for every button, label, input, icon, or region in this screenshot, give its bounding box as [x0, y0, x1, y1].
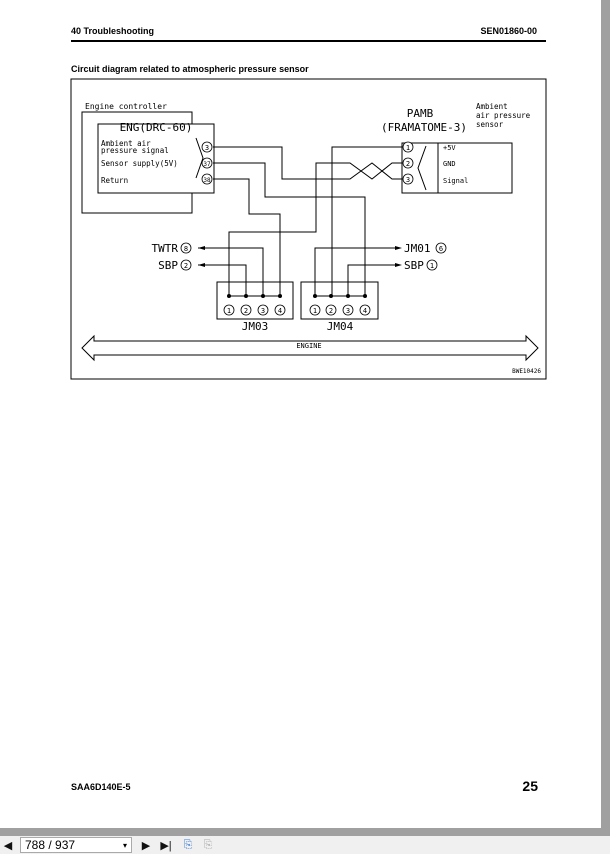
pamb-connector-chevron — [417, 145, 427, 191]
footer-page-number: 25 — [522, 778, 538, 794]
pin-number: 37 — [203, 161, 211, 168]
pamb-connector-type: (FRAMATOME-3) — [381, 121, 467, 134]
page-back-icon[interactable]: ⎘ — [183, 838, 193, 851]
pin-number: 2 — [184, 262, 188, 270]
next-page-button[interactable]: ▶ — [141, 839, 151, 852]
previous-page-button[interactable]: ◀ — [3, 839, 13, 852]
document-id: SEN01860-00 — [480, 26, 537, 36]
pin-number: 2 — [329, 307, 333, 315]
page-title: Circuit diagram related to atmospheric p… — [71, 64, 309, 74]
wire-sbp1 — [347, 264, 400, 296]
eng-connector-label: ENG(DRC-60) — [120, 121, 193, 134]
controller-label: Engine controller — [85, 102, 167, 111]
wire-supply — [213, 162, 366, 296]
header-rule — [71, 40, 546, 42]
sensor-signal-label: GND — [443, 160, 456, 168]
chevron-down-icon: ▾ — [122, 840, 127, 850]
eng-signal-label: Sensor supply(5V) — [101, 159, 178, 168]
ref-label: JM01 — [404, 242, 431, 255]
page-forward-icon[interactable]: ⎘ — [203, 838, 213, 851]
wire-gnd — [228, 162, 402, 296]
pin-number: 6 — [439, 245, 443, 253]
eng-signal-label: pressure signal — [101, 146, 169, 155]
eng-signal-label: Ambient air — [101, 139, 151, 148]
sensor-signal-label: +5V — [443, 144, 456, 152]
sensor-label: Ambient — [476, 102, 508, 111]
pin-number: 1 — [227, 307, 231, 315]
pin-number: 3 — [205, 144, 209, 152]
pin-number: 8 — [184, 245, 188, 253]
wire-5v — [331, 146, 402, 296]
pin-number: 4 — [278, 307, 282, 315]
eng-signal-label: Return — [101, 176, 128, 185]
wire-return — [213, 178, 281, 296]
pin-number: 1 — [430, 262, 434, 270]
pamb-connector-label: PAMB — [407, 107, 434, 120]
wire-signal — [213, 146, 402, 180]
document-page: 40 Troubleshooting SEN01860-00 Circuit d… — [0, 0, 601, 828]
page-indicator: 788 / 937 — [25, 838, 76, 852]
engine-label: ENGINE — [296, 342, 321, 350]
engine-arrow — [81, 334, 539, 362]
wire-twtr — [198, 247, 264, 296]
jm04-box — [300, 281, 379, 320]
viewer-toolbar: ◀ 788 / 937 ▾ ▶ ▶| ⎘ ⎘ — [0, 836, 610, 854]
sensor-label: sensor — [476, 120, 504, 129]
diagram-frame — [70, 78, 547, 380]
pin-number: 3 — [261, 307, 265, 315]
eng-connector-chevron — [195, 137, 204, 179]
figure-id: BWE10426 — [512, 368, 541, 375]
pin-number: 3 — [346, 307, 350, 315]
pamb-connector-box — [401, 142, 513, 194]
pin-number: 3 — [406, 176, 410, 184]
footer-model: SAA6D140E-5 — [71, 782, 131, 792]
sensor-label: air pressure — [476, 111, 531, 120]
ref-label: TWTR — [152, 242, 179, 255]
pin-number: 2 — [244, 307, 248, 315]
last-page-button[interactable]: ▶| — [160, 839, 172, 852]
ref-label: SBP — [404, 259, 424, 272]
wire-jm01 — [314, 247, 400, 296]
pin-number: 4 — [363, 307, 367, 315]
page-selector[interactable]: 788 / 937 ▾ — [20, 837, 132, 853]
sensor-signal-label: Signal — [443, 177, 468, 185]
jm03-label: JM03 — [242, 320, 269, 333]
pin-number: 1 — [313, 307, 317, 315]
eng-connector-box — [97, 123, 215, 194]
pin-number: 38 — [203, 177, 211, 184]
wire-sbp2 — [198, 264, 247, 296]
section-header: 40 Troubleshooting — [71, 26, 155, 36]
circuit-diagram: Engine controller Ambient air pressure s… — [70, 78, 547, 380]
ref-label: SBP — [158, 259, 178, 272]
pin-number: 1 — [406, 144, 410, 152]
jm03-box — [216, 281, 294, 320]
pin-number: 2 — [406, 160, 410, 168]
jm04-label: JM04 — [327, 320, 354, 333]
controller-outline — [81, 111, 193, 214]
